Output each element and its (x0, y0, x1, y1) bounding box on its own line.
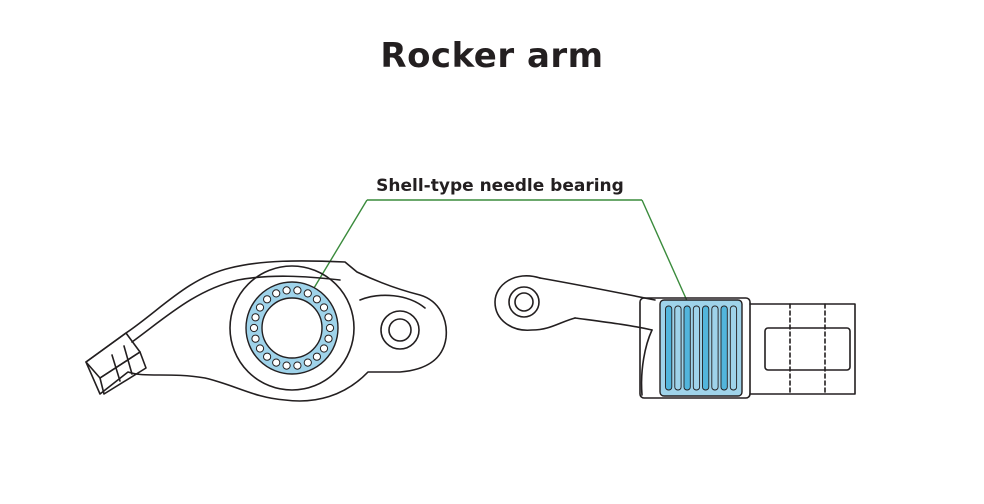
adjust-boss-outer (380, 310, 420, 350)
callout-label: Shell-type needle bearing (376, 176, 624, 196)
needle-roller (325, 323, 335, 333)
needle-roller (282, 286, 291, 295)
needle-roller (293, 361, 302, 370)
needle-roller (324, 334, 333, 343)
rocker-arm-inner-contour (131, 275, 341, 343)
top-view-housing (639, 297, 751, 399)
needle-roller (293, 286, 302, 295)
needle-roller (312, 295, 321, 304)
needle-column (674, 305, 682, 391)
needle-roller (324, 313, 333, 322)
top-view-end-block (764, 327, 851, 371)
needle-roller (303, 358, 312, 367)
needle-column (692, 305, 701, 391)
rocker-arm-body-outline (85, 260, 448, 402)
needle-roller (272, 289, 281, 298)
leader-line-right (641, 199, 689, 304)
needle-roller (303, 289, 312, 298)
top-view-right-extension (749, 303, 856, 395)
needle-roller (282, 361, 291, 370)
needle-column (702, 305, 710, 391)
needle-rollers (249, 286, 335, 370)
needle-column (711, 305, 719, 391)
top-view-eye-inner (514, 292, 534, 312)
bearing-bore (261, 297, 323, 359)
top-view-eye-outer (508, 286, 540, 318)
needle-bearing-side (245, 281, 339, 375)
needle-roller (255, 344, 265, 353)
needle-column (720, 305, 728, 391)
needle-roller (251, 334, 260, 343)
leader-lines (313, 199, 689, 304)
needle-column (665, 305, 673, 391)
needle-column (683, 305, 691, 391)
needle-roller (319, 303, 329, 312)
needle-roller (255, 303, 265, 312)
rocker-arm-top-view (494, 275, 856, 399)
bearing-shell (659, 299, 743, 397)
adjust-boss-outline (359, 294, 426, 309)
top-view-arm-lower (574, 317, 653, 331)
needle-roller (249, 323, 259, 333)
top-view-arm-lower-sweep (640, 329, 653, 396)
needle-column (729, 305, 738, 391)
needle-roller (312, 352, 321, 361)
needle-roller (251, 313, 260, 322)
needle-roller (263, 295, 272, 304)
top-view-left-eye (494, 275, 576, 331)
rocker-arm-pad-tip-face (99, 351, 147, 395)
needle-roller (263, 352, 272, 361)
needle-columns (665, 305, 738, 391)
rocker-arm-side-view (85, 260, 448, 402)
diagram-title: Rocker arm (380, 36, 604, 76)
top-view-arm-upper (539, 277, 656, 301)
needle-bearing-top (659, 299, 743, 397)
needle-roller (319, 344, 329, 353)
needle-roller (272, 358, 281, 367)
leader-line-left (313, 199, 368, 289)
adjust-boss-inner (388, 318, 412, 342)
bearing-housing-outline (229, 265, 355, 391)
